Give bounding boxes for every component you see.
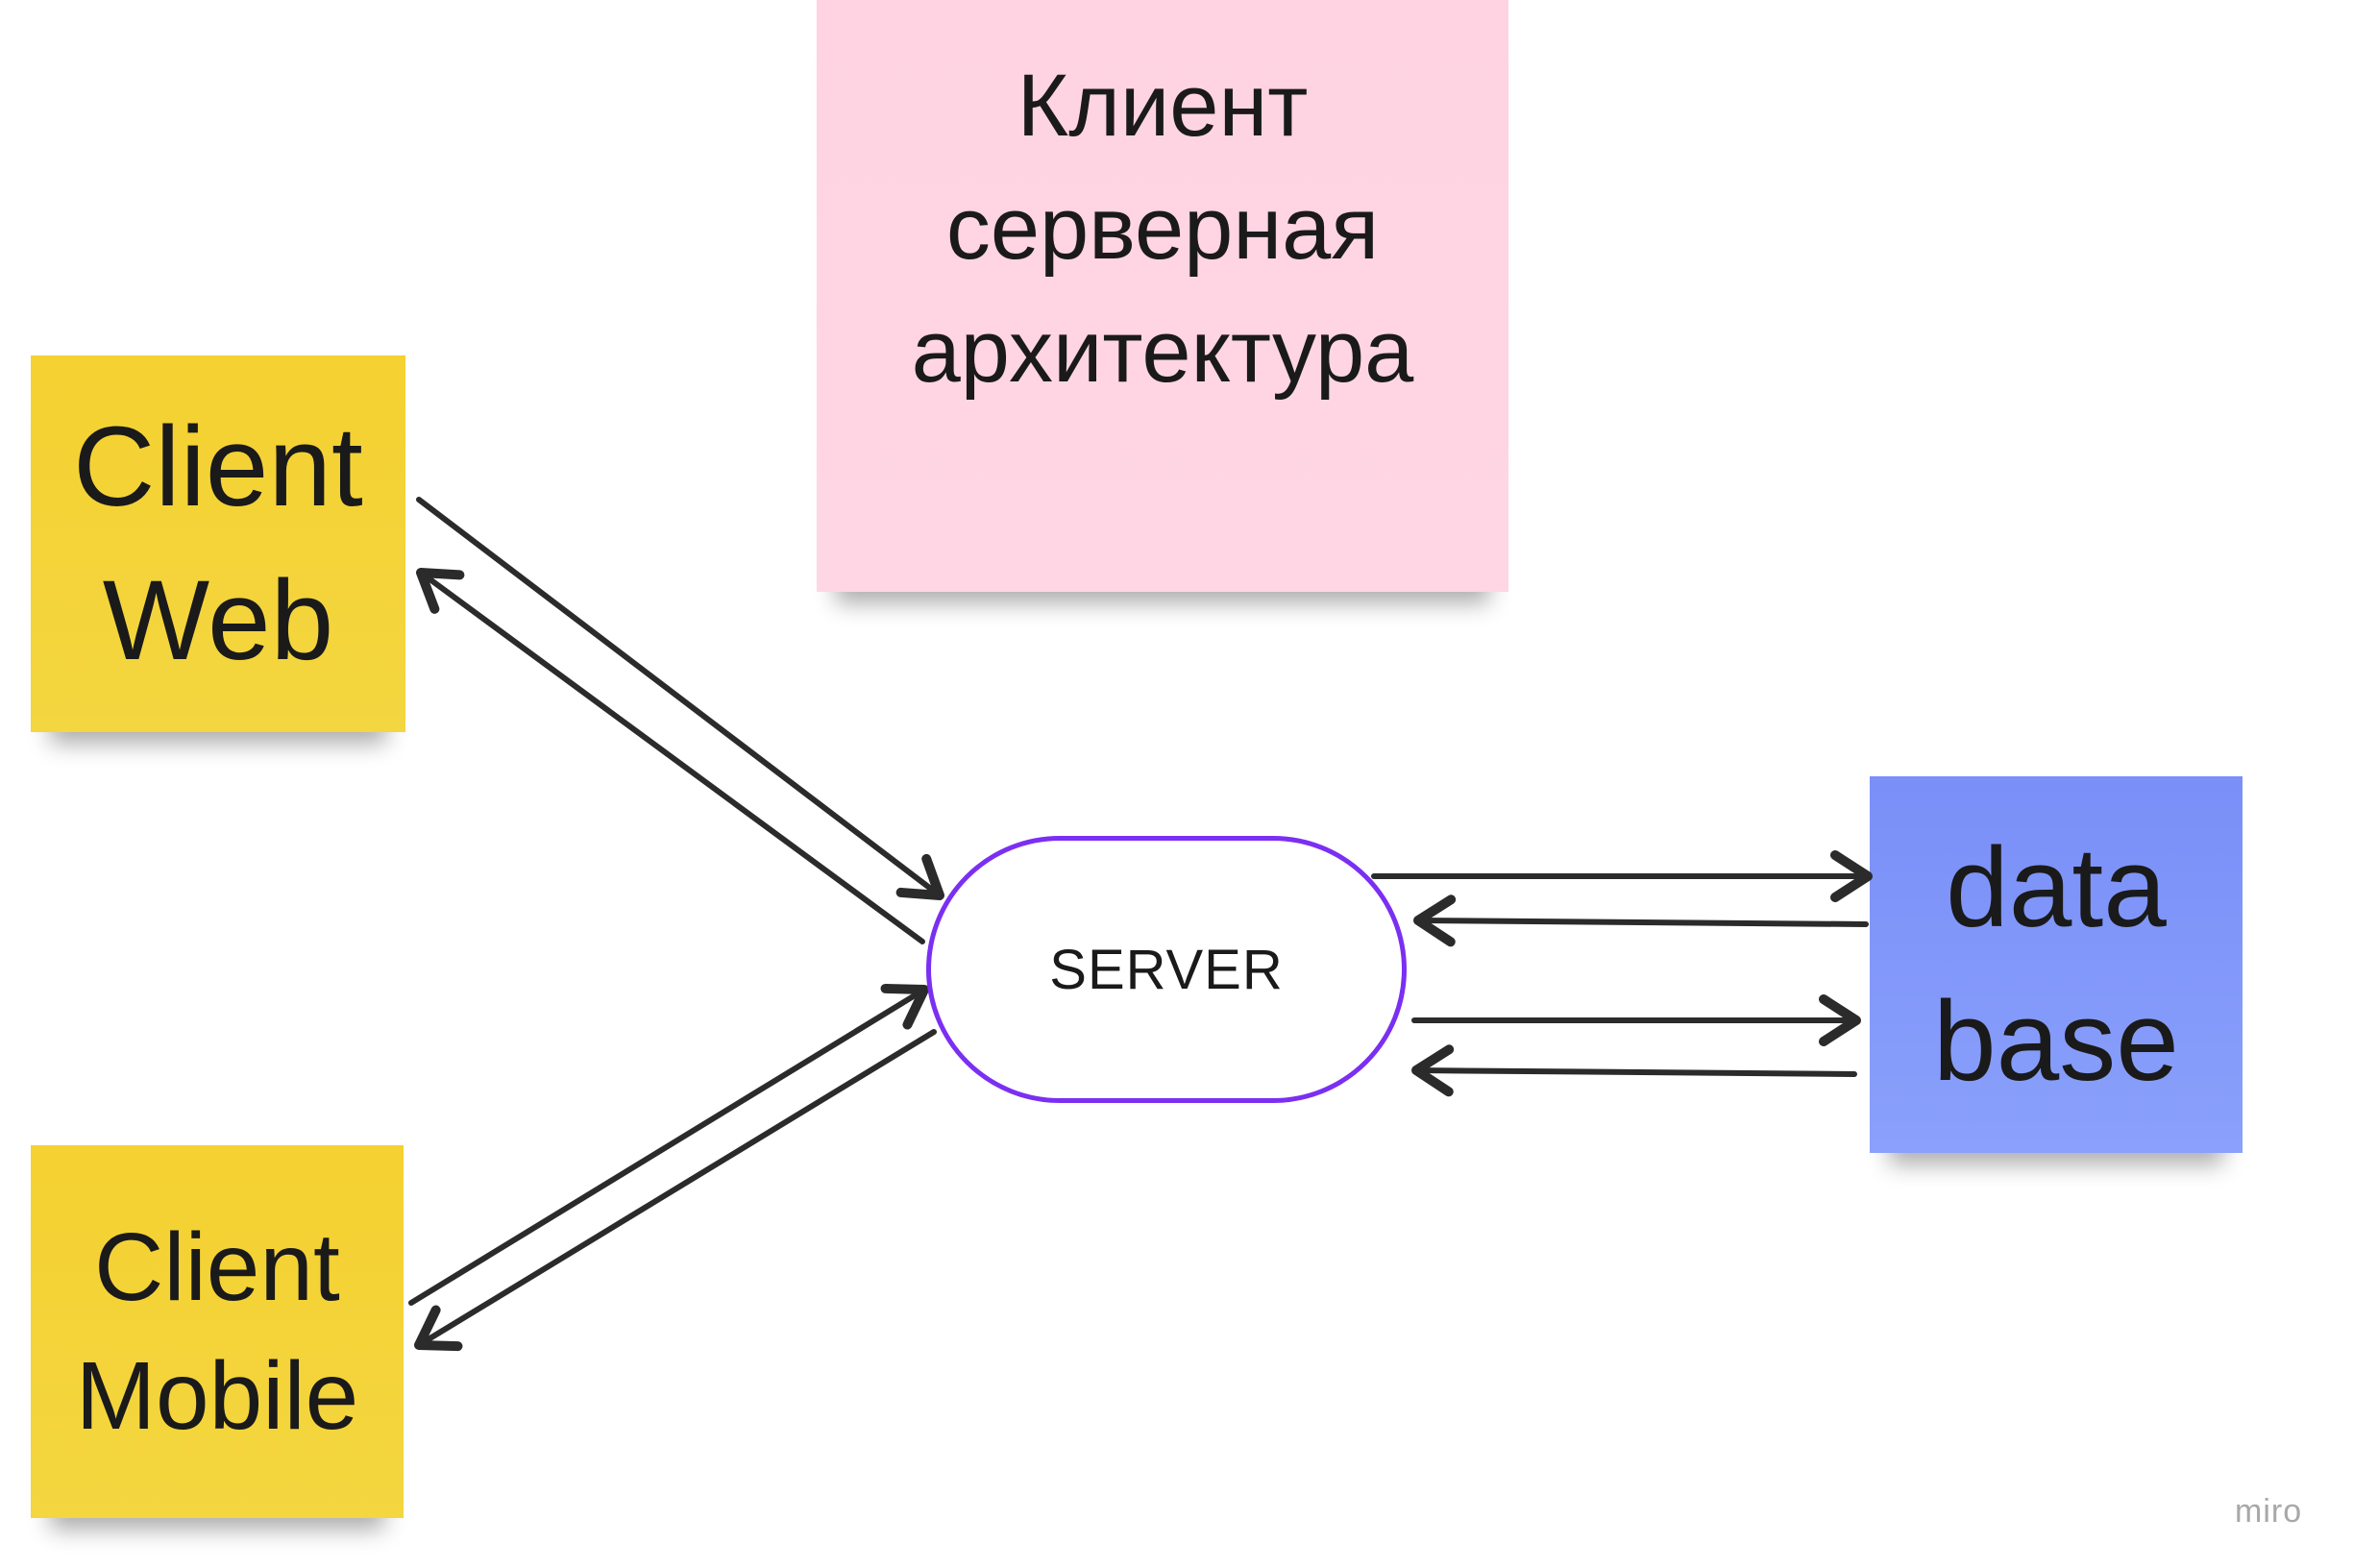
sticky-note-title[interactable]: Клиент серверная архитектура <box>817 0 1508 592</box>
client-web-line-2: Web <box>102 557 334 684</box>
arrow-db-to-server-2[interactable] <box>1411 1044 1857 1097</box>
miro-watermark: miro <box>2235 1493 2303 1530</box>
server-node[interactable]: SERVER <box>926 836 1407 1103</box>
arrow-db-to-server-1[interactable] <box>1413 894 1869 947</box>
title-line-2: серверная <box>945 180 1380 278</box>
arrow-mobile-to-server[interactable] <box>408 983 929 1306</box>
arrow-server-to-mobile[interactable] <box>414 1029 937 1352</box>
client-mobile-line-1: Client <box>94 1213 340 1321</box>
title-line-3: архитектура <box>911 303 1414 401</box>
title-line-1: Клиент <box>1017 57 1309 155</box>
database-line-2: base <box>1933 978 2179 1105</box>
server-label: SERVER <box>1049 938 1284 1001</box>
database-line-1: data <box>1946 824 2167 951</box>
sticky-note-client-mobile[interactable]: Client Mobile <box>31 1145 404 1518</box>
arrow-web-to-server[interactable] <box>416 497 944 900</box>
client-web-line-1: Client <box>73 404 363 530</box>
client-mobile-line-2: Mobile <box>75 1342 359 1450</box>
arrow-server-to-web[interactable] <box>416 568 925 944</box>
sticky-note-database[interactable]: data base <box>1870 776 2243 1153</box>
sticky-note-client-web[interactable]: Client Web <box>31 355 405 732</box>
